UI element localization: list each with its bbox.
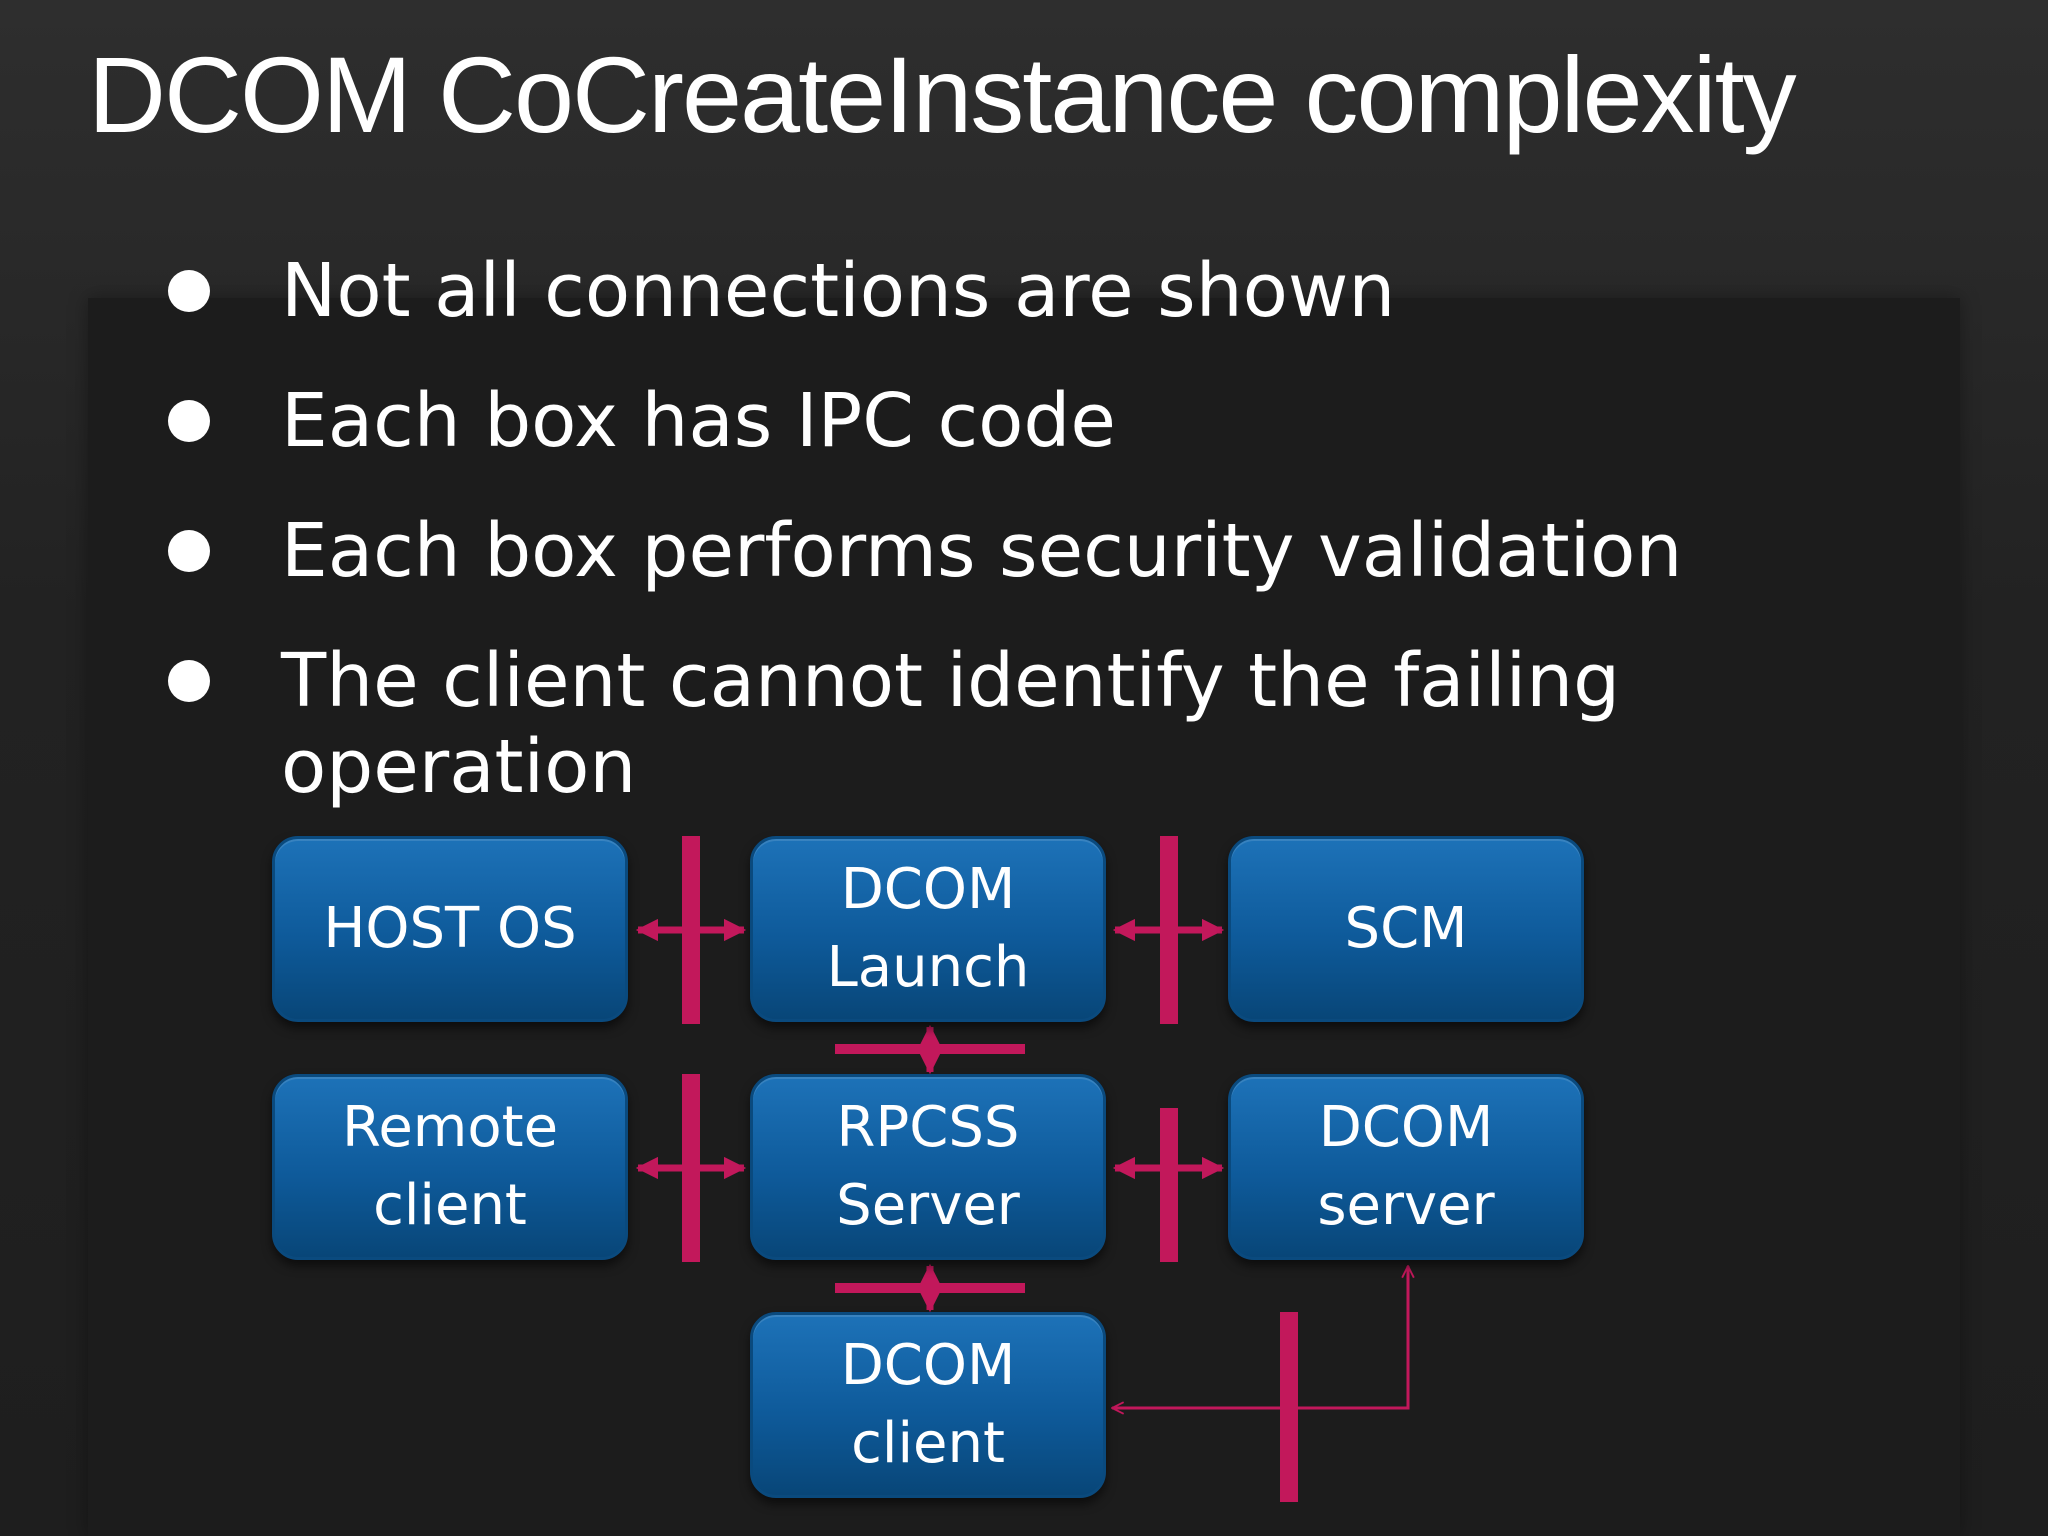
rpcss-server-box: RPCSS Server bbox=[750, 1074, 1106, 1260]
bullet-item: Not all connections are shown bbox=[168, 248, 1788, 334]
dcom-server-box: DCOM server bbox=[1228, 1074, 1584, 1260]
box-label: DCOM server bbox=[1317, 1095, 1495, 1238]
remote-client-box: Remote client bbox=[272, 1074, 628, 1260]
bullet-text: Each box performs security validation bbox=[281, 508, 1683, 594]
bullet-dot-icon bbox=[168, 530, 210, 572]
bullet-text: The client cannot identify the failing o… bbox=[281, 638, 1621, 810]
box-label: Remote client bbox=[341, 1095, 559, 1238]
bullet-dot-icon bbox=[168, 270, 210, 312]
elbow-connector bbox=[1112, 1266, 1408, 1408]
barrier-bar bbox=[1160, 1108, 1178, 1262]
box-label: HOST OS bbox=[323, 896, 577, 961]
box-label: DCOM client bbox=[840, 1333, 1016, 1476]
host-os-box: HOST OS bbox=[272, 836, 628, 1022]
box-label: RPCSS Server bbox=[836, 1095, 1020, 1238]
dcom-client-box: DCOM client bbox=[750, 1312, 1106, 1498]
dcom-launch-box: DCOM Launch bbox=[750, 836, 1106, 1022]
box-label: SCM bbox=[1344, 896, 1468, 961]
bullet-item: Each box has IPC code bbox=[168, 378, 1788, 464]
bullet-dot-icon bbox=[168, 660, 210, 702]
box-label: DCOM Launch bbox=[826, 857, 1030, 1000]
bullet-item: The client cannot identify the failing o… bbox=[168, 638, 1788, 810]
bullet-dot-icon bbox=[168, 400, 210, 442]
bullet-text: Not all connections are shown bbox=[281, 248, 1396, 334]
bullet-item: Each box performs security validation bbox=[168, 508, 1788, 594]
scm-box: SCM bbox=[1228, 836, 1584, 1022]
bullet-text: Each box has IPC code bbox=[281, 378, 1116, 464]
slide-title: DCOM CoCreateInstance complexity bbox=[88, 34, 1797, 155]
